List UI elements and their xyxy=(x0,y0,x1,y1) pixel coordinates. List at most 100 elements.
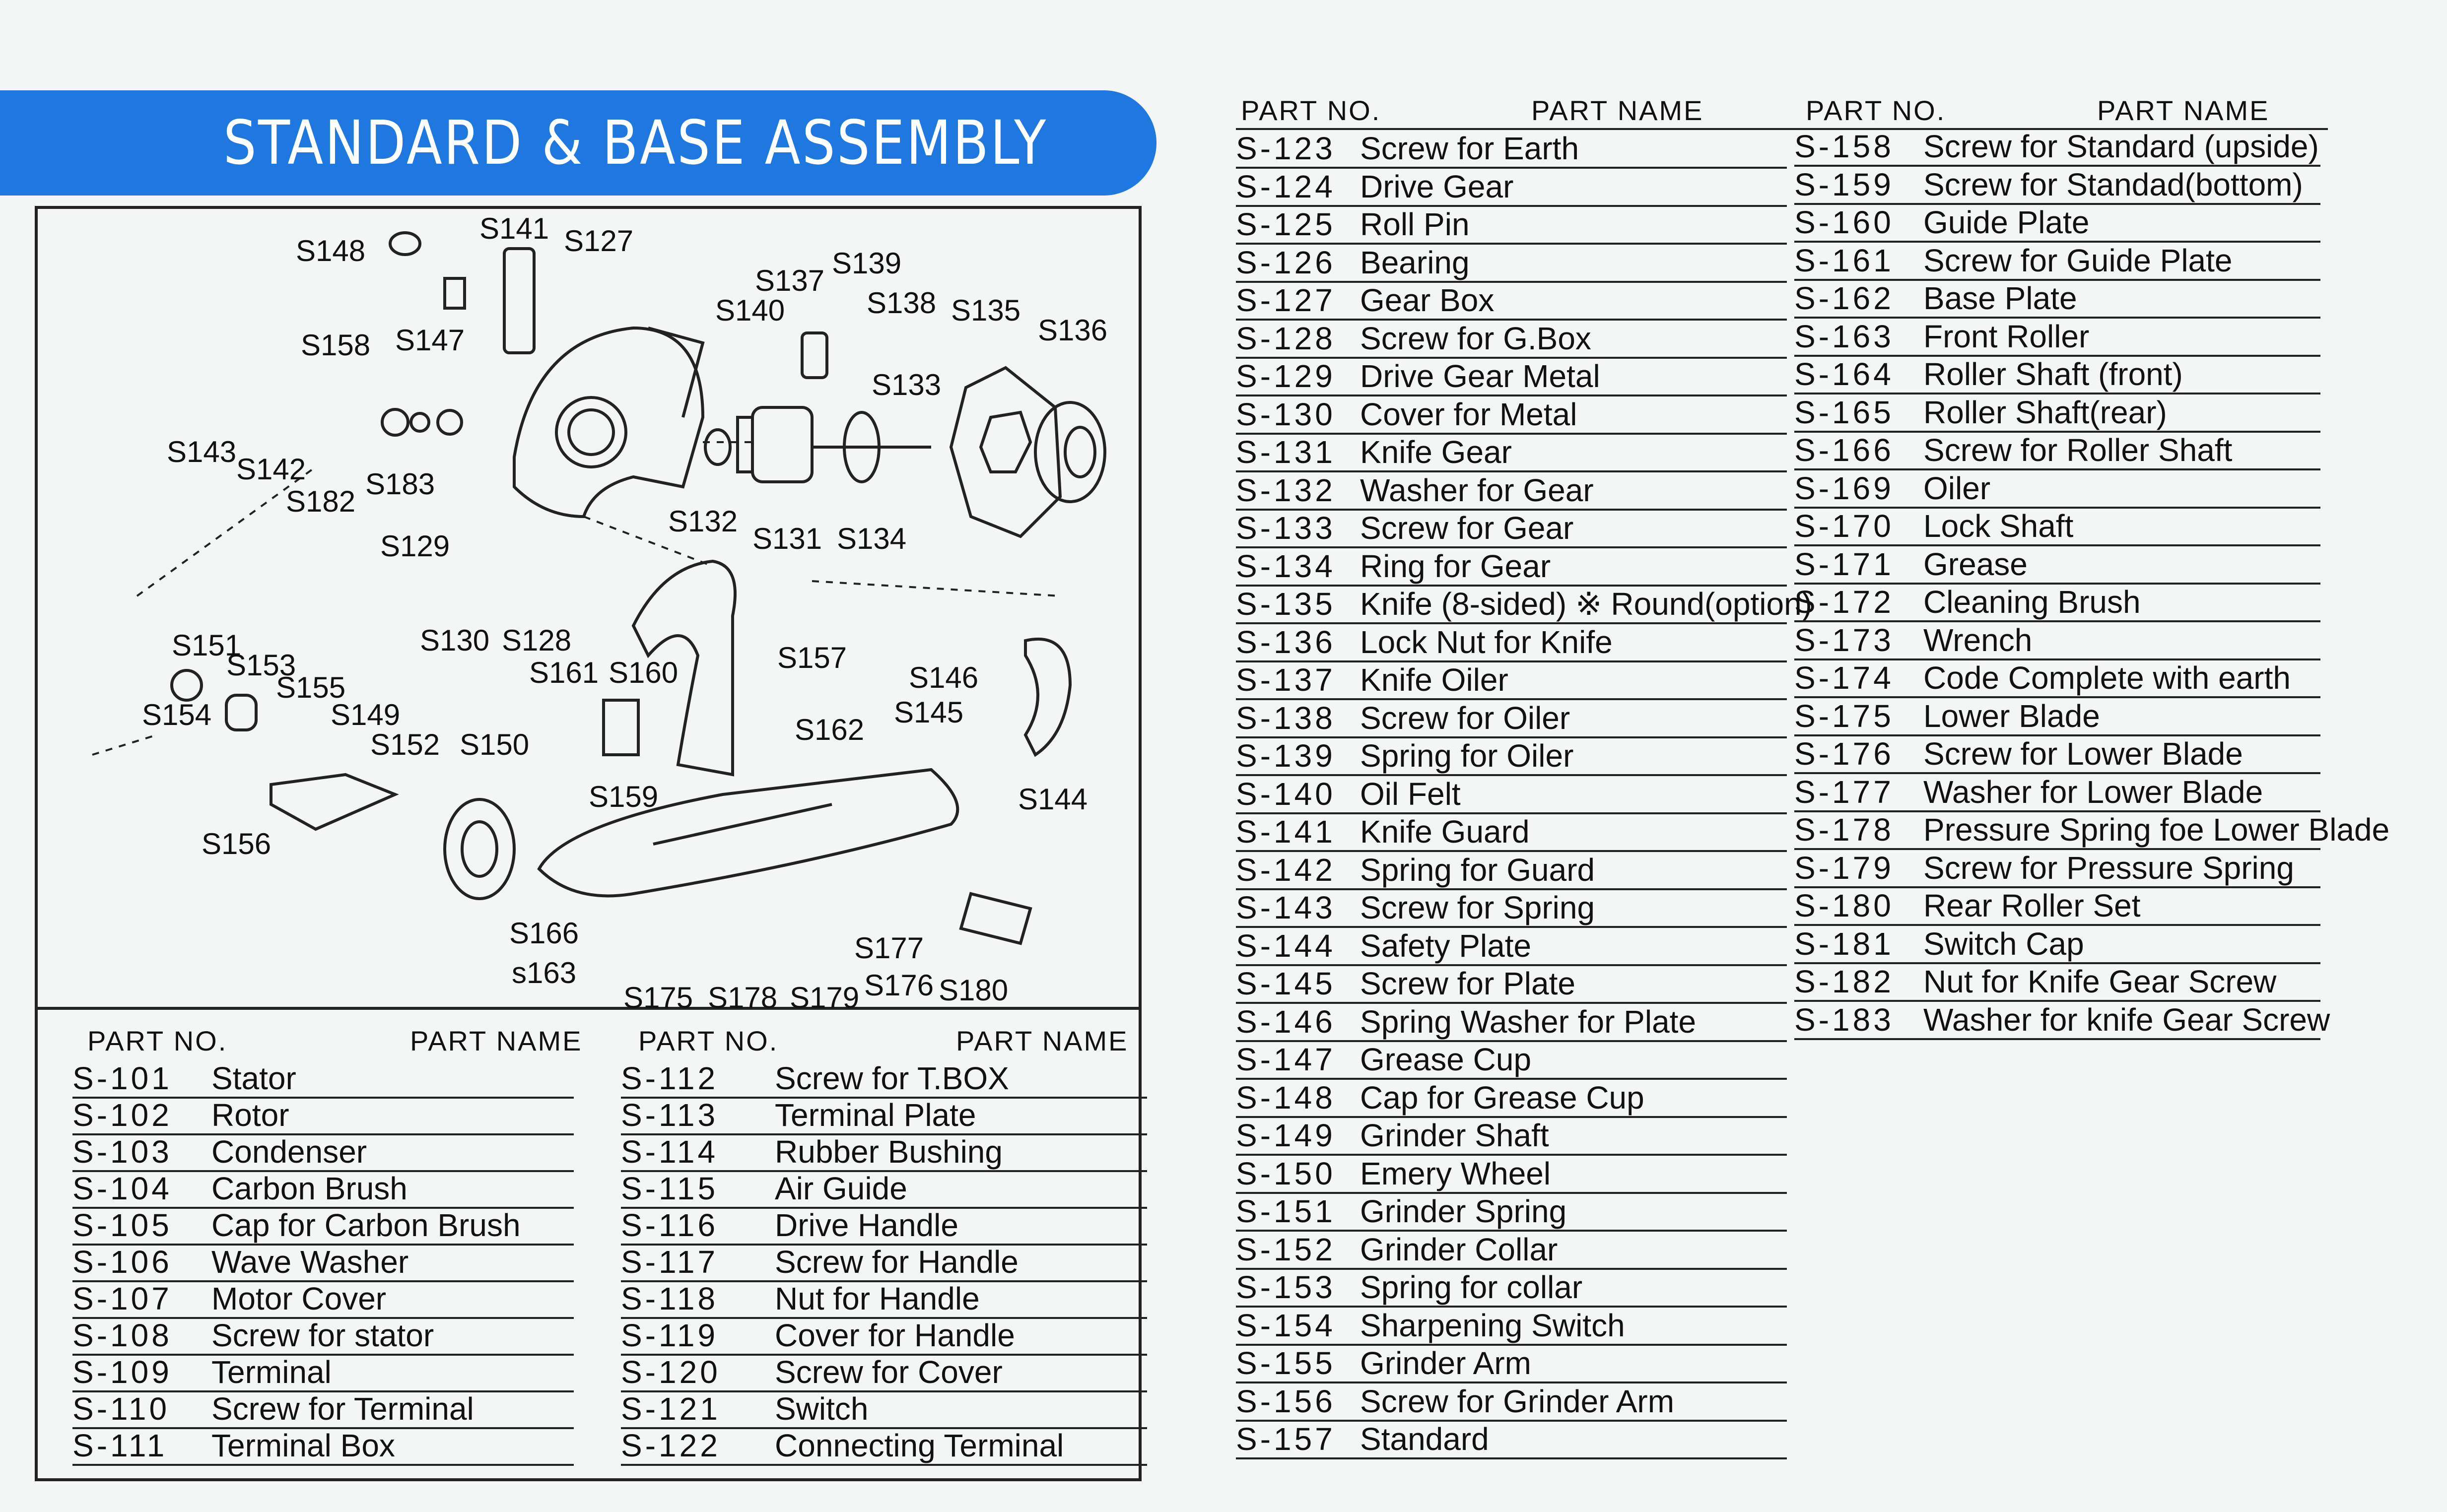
part-number: S-131 xyxy=(1236,434,1336,470)
part-number: S-101 xyxy=(72,1060,172,1096)
part-name: Base Plate xyxy=(1923,280,2077,316)
callout-label: S158 xyxy=(301,329,371,362)
part-name: Switch xyxy=(775,1391,869,1427)
part-name: Nut for Knife Gear Screw xyxy=(1923,964,2277,999)
part-number: S-144 xyxy=(1236,927,1336,964)
part-number: S-130 xyxy=(1236,396,1336,432)
callout-label: S182 xyxy=(286,485,356,518)
part-number: S-143 xyxy=(1236,890,1336,925)
lower-parts-table: PART NO. PART NAME PART NO. PART NAME S-… xyxy=(35,1010,1147,1481)
part-name: Front Roller xyxy=(1923,318,2090,354)
part-number: S-106 xyxy=(72,1244,172,1280)
part-number: S-140 xyxy=(1236,776,1336,812)
callout-label: S160 xyxy=(609,656,679,689)
part-name: Gear Box xyxy=(1360,282,1495,318)
callout-label: S150 xyxy=(460,728,530,761)
part-number: S-177 xyxy=(1794,774,1894,810)
callout-label: S132 xyxy=(668,505,738,538)
callout-label: S127 xyxy=(564,224,634,258)
part-name: Roller Shaft (front) xyxy=(1923,356,2183,392)
part-number: S-121 xyxy=(621,1391,721,1427)
callout-label: S179 xyxy=(790,981,860,1014)
callout-label: S146 xyxy=(909,661,979,694)
part-name: Screw for Plate xyxy=(1360,966,1575,1001)
diagram-drawing xyxy=(92,231,1106,945)
table-row: S-121 Switch xyxy=(621,1391,1147,1429)
header-part-no: PART NO. xyxy=(1806,95,1946,126)
callout-label: S180 xyxy=(939,974,1009,1007)
header-part-no: PART NO. xyxy=(87,1025,228,1056)
part-number: S-179 xyxy=(1794,850,1894,886)
part-number: S-174 xyxy=(1794,660,1894,696)
part-name: Screw for Spring xyxy=(1360,890,1595,925)
part-number: S-173 xyxy=(1794,622,1894,658)
part-name: Lower Blade xyxy=(1923,698,2100,734)
page-title: STANDARD & BASE ASSEMBLY xyxy=(223,108,1048,178)
part-name: Emery Wheel xyxy=(1360,1155,1551,1191)
callout-label: S144 xyxy=(1018,783,1088,816)
header-rule xyxy=(1236,128,2328,130)
part-number: S-178 xyxy=(1794,812,1894,848)
callout-label: S162 xyxy=(795,713,865,746)
part-number: S-125 xyxy=(1236,206,1336,242)
part-name: Screw for Standard (upside) xyxy=(1923,129,2319,164)
part-number: S-103 xyxy=(72,1134,172,1170)
part-name: Wave Washer xyxy=(211,1244,409,1280)
part-number: S-150 xyxy=(1236,1155,1336,1191)
part-name: Screw for Pressure Spring xyxy=(1923,850,2294,886)
part-name: Air Guide xyxy=(775,1171,907,1206)
part-name: Terminal Box xyxy=(211,1428,395,1463)
part-name: Bearing xyxy=(1360,244,1470,280)
part-name: Terminal Plate xyxy=(775,1097,976,1133)
part-number: S-163 xyxy=(1794,318,1894,354)
part-number: S-114 xyxy=(621,1134,719,1170)
callout-label: S147 xyxy=(395,324,465,357)
part-name: Screw for stator xyxy=(211,1317,434,1353)
callout-label: S128 xyxy=(502,624,572,657)
part-number: S-110 xyxy=(72,1391,170,1427)
callout-label: S140 xyxy=(715,294,785,327)
table-row: S-163 Front Roller xyxy=(1794,318,2320,357)
part-number: S-154 xyxy=(1236,1307,1336,1343)
part-name: Cover for Metal xyxy=(1360,396,1577,432)
header-part-name: PART NAME xyxy=(410,1025,583,1056)
part-name: Terminal xyxy=(211,1354,332,1390)
table-row: S-130 Cover for Metal xyxy=(1236,396,1787,435)
part-number: S-180 xyxy=(1794,888,1894,923)
header-part-name: PART NAME xyxy=(1531,95,1704,126)
header-part-name: PART NAME xyxy=(956,1025,1129,1056)
callout-label: S177 xyxy=(854,931,924,965)
part-number: S-137 xyxy=(1236,662,1336,698)
part-number: S-164 xyxy=(1794,356,1894,392)
part-number: S-138 xyxy=(1236,700,1336,736)
part-number: S-109 xyxy=(72,1354,172,1390)
callout-label: S154 xyxy=(142,698,212,731)
